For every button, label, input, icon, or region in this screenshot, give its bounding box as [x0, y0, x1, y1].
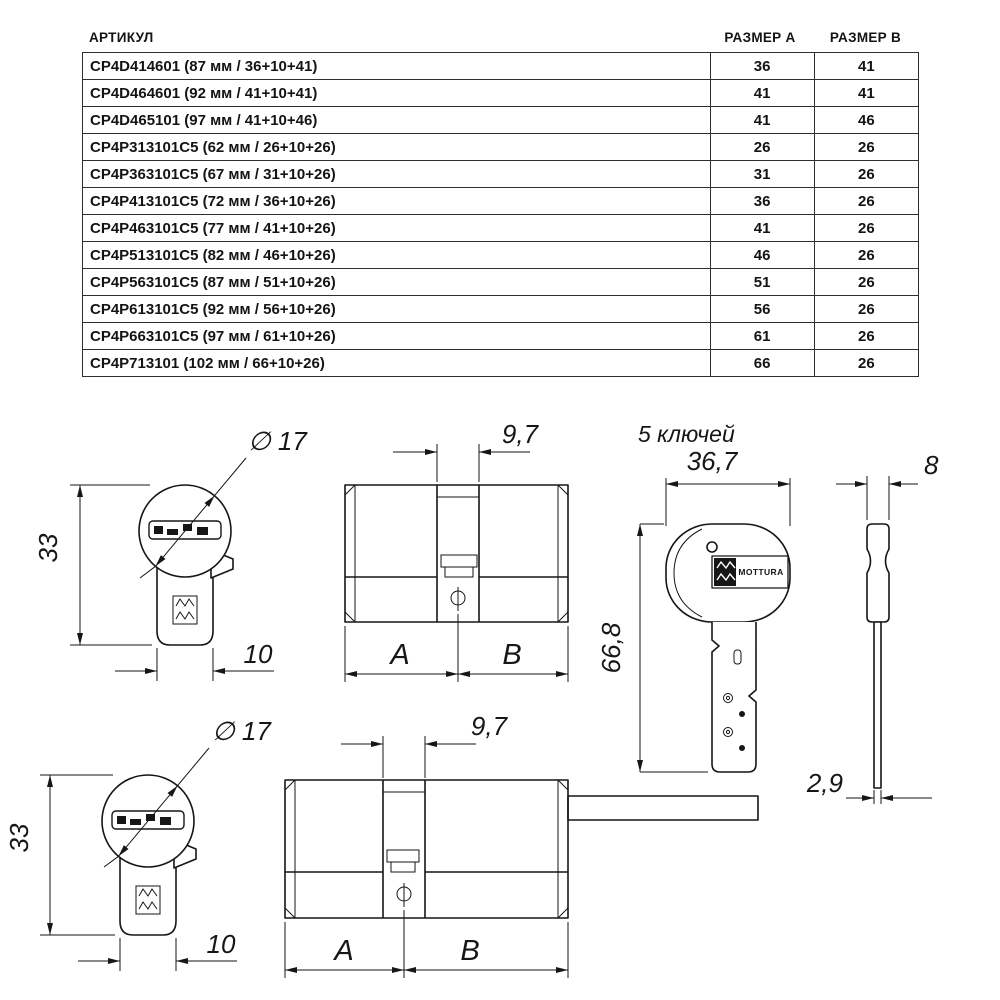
width-dimension-label: 10: [244, 639, 273, 669]
height-dimension-label: 33: [4, 823, 34, 852]
key-blade: [711, 622, 757, 773]
key-side-view-head: [866, 523, 890, 623]
size-b-cell: 26: [813, 322, 920, 350]
height-dimension-label: 33: [33, 533, 63, 562]
cylinder-profile-view-bottom: 9,7 A B: [284, 711, 759, 978]
technical-drawings: 33 10 ∅ 17 9: [4, 419, 939, 978]
size-a-cell: 41: [709, 79, 815, 107]
size-b-cell: 26: [813, 349, 920, 377]
key-side-view-blade: [873, 621, 882, 789]
size-a-dimension-label: A: [388, 639, 409, 671]
cylinder-body: [344, 484, 569, 623]
size-a-cell: 51: [709, 268, 815, 296]
article-cell: CP4D464601 (92 мм / 41+10+41): [82, 79, 711, 107]
column-header-article: АРТИКУЛ: [89, 30, 154, 45]
size-b-cell: 41: [813, 52, 920, 80]
cylinder-profile-view-top: 9,7 A B: [344, 419, 569, 682]
size-a-dimension-label: A: [332, 935, 353, 967]
diameter-dimension-label: ∅ 17: [212, 716, 272, 746]
size-b-cell: 26: [813, 268, 920, 296]
article-cell: CP4P563101C5 (87 мм / 51+10+26): [82, 268, 711, 296]
article-cell: CP4P663101C5 (97 мм / 61+10+26): [82, 322, 711, 350]
cylinder-body: [284, 779, 569, 919]
size-table-header: АРТИКУЛ РАЗМЕР А РАЗМЕР В: [82, 30, 919, 52]
size-b-dimension-label: B: [460, 935, 479, 967]
key-thickness-dimension-label: 8: [924, 450, 939, 480]
size-a-cell: 56: [709, 295, 815, 323]
size-b-cell: 41: [813, 79, 920, 107]
blade-thickness-dimension-label: 2,9: [806, 768, 843, 798]
key-drawing: 5 ключей 36,7 MOTTURA 66,8: [596, 421, 939, 804]
cam-width-dimension-label: 9,7: [471, 711, 509, 741]
article-cell: CP4D414601 (87 мм / 36+10+41): [82, 52, 711, 80]
size-a-cell: 26: [709, 133, 815, 161]
size-b-cell: 26: [813, 295, 920, 323]
column-header-size-a: РАЗМЕР А: [724, 30, 796, 45]
diameter-dimension-label: ∅ 17: [248, 426, 308, 456]
cylinder-front-view-bottom: 33 10 ∅ 17: [4, 716, 272, 971]
size-b-cell: 26: [813, 160, 920, 188]
size-a-cell: 36: [709, 52, 815, 80]
logo-mark: [172, 595, 198, 625]
size-b-cell: 26: [813, 214, 920, 242]
size-b-cell: 26: [813, 133, 920, 161]
size-table: АРТИКУЛ РАЗМЕР А РАЗМЕР В CP4D414601 (87…: [82, 30, 920, 377]
size-a-cell: 31: [709, 160, 815, 188]
size-a-cell: 41: [709, 214, 815, 242]
article-cell: CP4P463101C5 (77 мм / 41+10+26): [82, 214, 711, 242]
cylinder-front-view-top: 33 10 ∅ 17: [33, 426, 308, 681]
size-b-cell: 26: [813, 241, 920, 269]
width-dimension-label: 10: [207, 929, 236, 959]
article-cell: CP4D465101 (97 мм / 41+10+46): [82, 106, 711, 134]
size-a-cell: 41: [709, 106, 815, 134]
article-cell: CP4P313101C5 (62 мм / 26+10+26): [82, 133, 711, 161]
size-b-dimension-label: B: [502, 639, 521, 671]
key-head-width-dimension-label: 36,7: [687, 446, 739, 476]
logo-mark: [135, 885, 161, 915]
key-count-label: 5 ключей: [638, 421, 735, 447]
size-b-cell: 46: [813, 106, 920, 134]
cam-width-dimension-label: 9,7: [502, 419, 540, 449]
article-cell: CP4P613101C5 (92 мм / 56+10+26): [82, 295, 711, 323]
tailpiece-rod: [567, 795, 759, 821]
article-cell: CP4P363101C5 (67 мм / 31+10+26): [82, 160, 711, 188]
article-cell: CP4P713101 (102 мм / 66+10+26): [82, 349, 711, 377]
size-b-cell: 26: [813, 187, 920, 215]
column-header-size-b: РАЗМЕР В: [829, 30, 902, 45]
size-a-cell: 46: [709, 241, 815, 269]
brand-label: MOTTURA: [738, 567, 783, 577]
size-a-cell: 61: [709, 322, 815, 350]
size-a-cell: 36: [709, 187, 815, 215]
key-length-dimension-label: 66,8: [596, 622, 626, 673]
size-a-cell: 66: [709, 349, 815, 377]
article-cell: CP4P413101C5 (72 мм / 36+10+26): [82, 187, 711, 215]
key-hole: [706, 541, 718, 553]
article-cell: CP4P513101C5 (82 мм / 46+10+26): [82, 241, 711, 269]
